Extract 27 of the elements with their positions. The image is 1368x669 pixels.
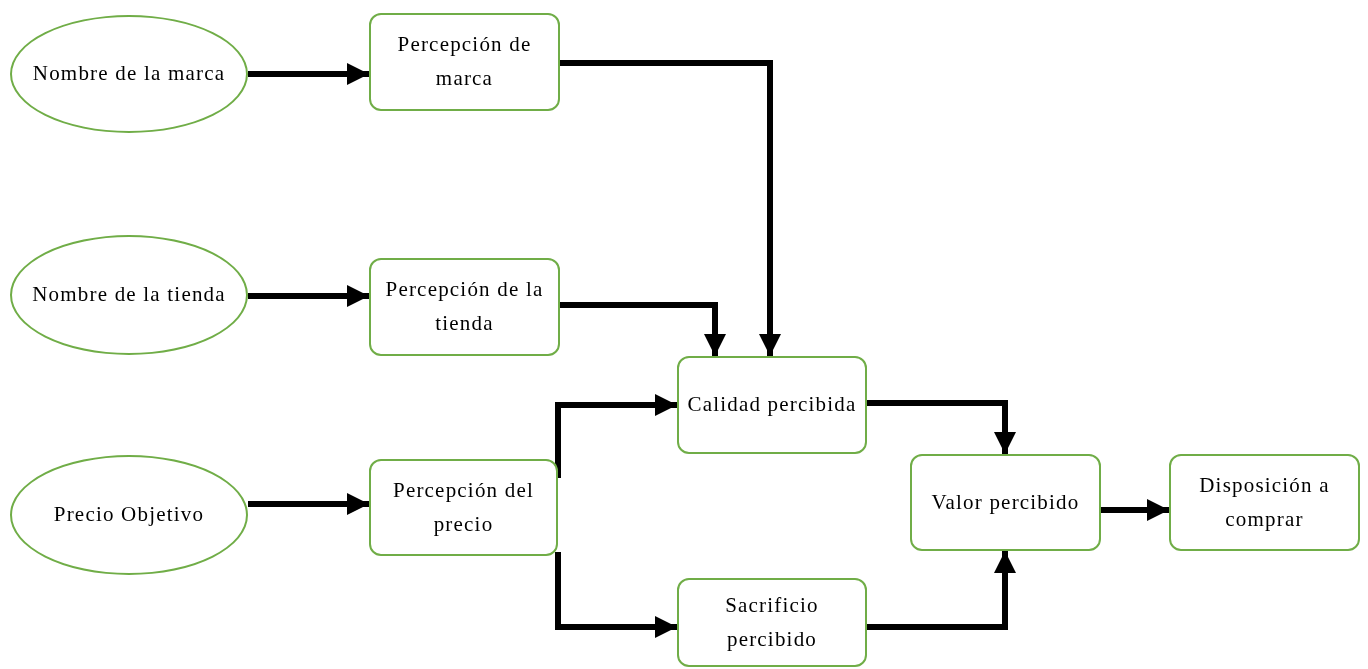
arrow: [248, 285, 369, 307]
process-box: [369, 13, 560, 111]
node-label: Percepción de la tienda: [384, 276, 545, 337]
node-label: Disposición a comprar: [1198, 471, 1331, 533]
process-box: [1169, 454, 1360, 551]
node-label: Calidad percibida: [686, 391, 858, 419]
arrow: [867, 400, 1016, 454]
arrow: [560, 60, 781, 356]
node-label: Nombre de la marca: [31, 60, 227, 88]
arrow: [555, 394, 677, 478]
process-box: [369, 258, 560, 356]
arrow: [248, 493, 369, 515]
node-label: Valor percibido: [930, 488, 1081, 516]
node-label: Percepción de marca: [396, 31, 533, 92]
arrow: [867, 551, 1016, 630]
process-box: [910, 454, 1101, 551]
arrow: [560, 302, 726, 356]
arrow: [555, 552, 677, 638]
process-box: [677, 578, 867, 667]
node-label: Sacrificio percibido: [724, 591, 820, 653]
node-label: Percepción del precio: [392, 476, 535, 538]
node-label: Precio Objetivo: [52, 501, 206, 529]
process-box: [677, 356, 867, 454]
node-label: Nombre de la tienda: [31, 281, 227, 309]
arrow: [1101, 499, 1169, 521]
arrow: [248, 63, 369, 85]
process-box: [369, 459, 558, 556]
